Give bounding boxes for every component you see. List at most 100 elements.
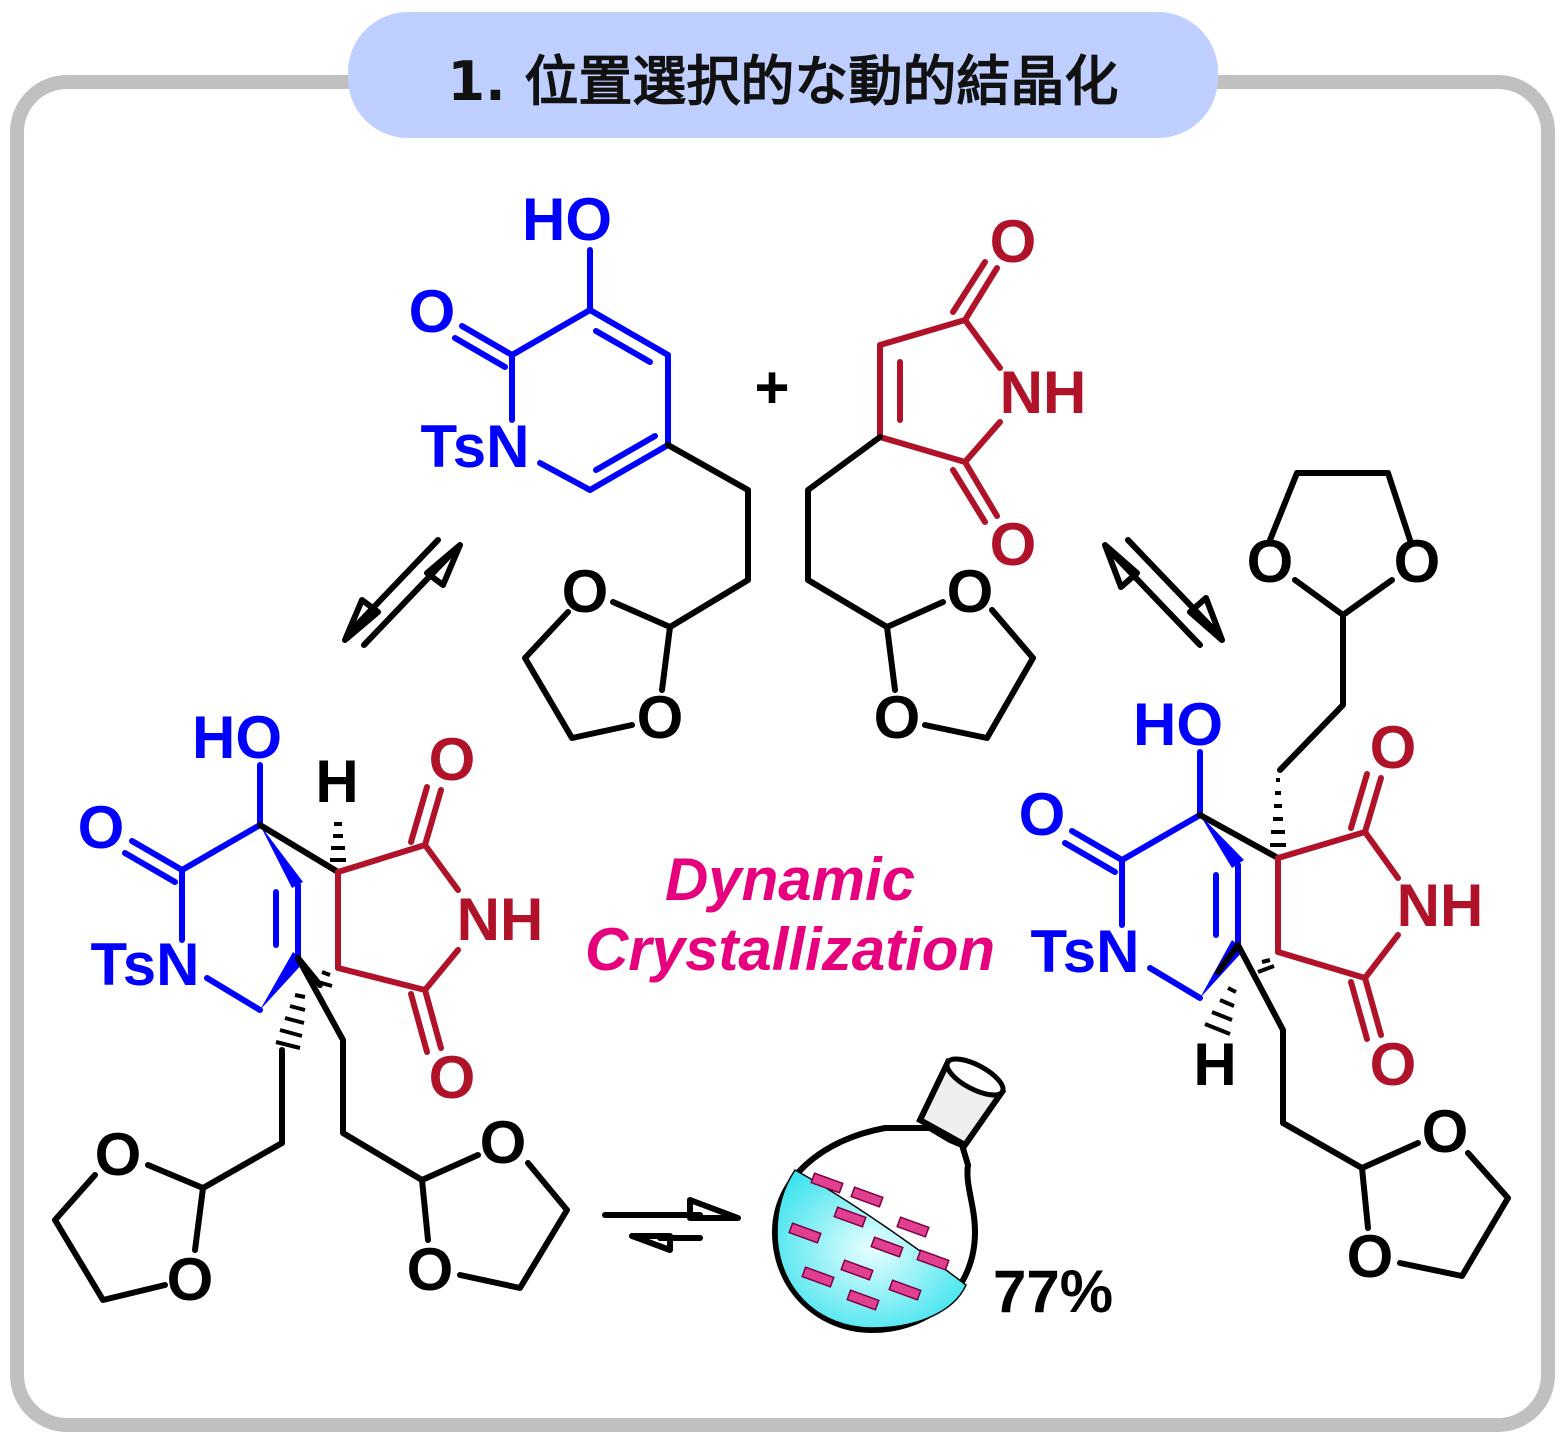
bond [1362,932,1401,981]
bond [850,1186,884,1208]
bond [922,607,1036,741]
bond [587,307,671,358]
plus-sign: + [754,354,789,421]
carbonyl-o-label: O [429,1044,476,1111]
bond [1119,812,1203,863]
bond [801,1266,835,1288]
nh-label: NH [1397,872,1484,939]
dioxolane-o-label: O [562,558,609,625]
bond [870,1236,904,1258]
wedge-bond [260,825,303,888]
bond [593,328,653,365]
bond [335,965,428,993]
bond [422,787,444,848]
wedge-bond [260,952,304,1010]
dioxolane-o-label: O [95,1121,142,1188]
title: 1. 位置選択的な動的結晶化 [448,50,1119,113]
bond [1348,979,1370,1042]
hydroxy-label: HO [192,704,282,771]
bond [1069,828,1125,863]
hydroxy-label: HO [1133,691,1223,758]
product-left: HO O TsN H O NH O O O O O [52,704,570,1313]
bond [659,624,673,693]
bond [509,307,593,358]
bond [317,980,333,988]
bond [294,993,306,999]
tsn-label: TsN [421,413,530,480]
bond [452,335,508,370]
bond [1125,537,1219,635]
dioxolane-o-label: O [637,684,684,751]
bond [629,1233,673,1253]
bond [275,1040,301,1050]
bond [1211,1010,1233,1022]
bond [522,609,635,741]
carbonyl-o-label: O [429,726,476,793]
process-label-line2: Crystallization [585,916,995,983]
bond [200,1047,285,1191]
bond [422,987,444,1051]
bond [1227,986,1237,994]
bond [1362,975,1384,1038]
bond [347,537,441,635]
tsn-label: TsN [1031,918,1140,985]
bond [1219,998,1235,1008]
bond [788,1222,822,1244]
bond [129,838,185,873]
bond [896,1216,930,1238]
bond [1340,577,1395,618]
bond [179,822,263,873]
bond [1187,595,1225,643]
bond [1197,812,1281,861]
bond [610,599,673,630]
bond [1257,964,1275,974]
bond [1292,577,1346,618]
bond [950,467,988,525]
nh-label: NH [457,886,544,953]
bond [916,1249,950,1271]
hashed-bond [275,822,346,1050]
title-pill [348,12,1218,138]
bond [1102,542,1140,590]
bond [962,265,1000,323]
bond [1109,550,1203,648]
equilibrium-arrow-left [342,537,463,648]
bond [1359,1165,1371,1231]
process-label-line1: Dynamic [665,846,915,913]
bond [1277,612,1346,773]
bond [840,1259,874,1281]
h-label: H [1193,1031,1236,1098]
bond [422,947,461,993]
bond [1362,775,1384,835]
carbonyl-o-label: O [1019,781,1066,848]
bond [295,955,425,1183]
pyridone-reactant: HO O TsN O O [409,186,751,751]
bond [877,434,968,465]
bond [1359,1140,1421,1171]
crystals [788,1172,950,1311]
product-right: HO O TsN H O NH O O O O O [1019,470,1511,1290]
bond [192,1185,206,1253]
bond [408,991,430,1055]
bond [776,1169,967,1329]
bond [335,842,428,875]
bond [587,442,671,493]
bond [687,1197,741,1221]
carbonyl-o-label: O [990,208,1037,275]
bond [204,975,263,1013]
bond [419,1152,481,1183]
bond [944,1056,1006,1098]
bond [1267,470,1413,543]
bond [1348,771,1370,831]
bond [962,419,1003,465]
bond [295,955,323,988]
bond [424,542,463,588]
nh-label: NH [1000,359,1087,426]
bond [284,1016,305,1025]
carbonyl-o-label: O [1370,1031,1417,1098]
bond [122,850,178,885]
dioxolane-o-label: O [407,1236,454,1303]
bond [833,1206,867,1228]
yield-label: 77% [993,1258,1113,1325]
